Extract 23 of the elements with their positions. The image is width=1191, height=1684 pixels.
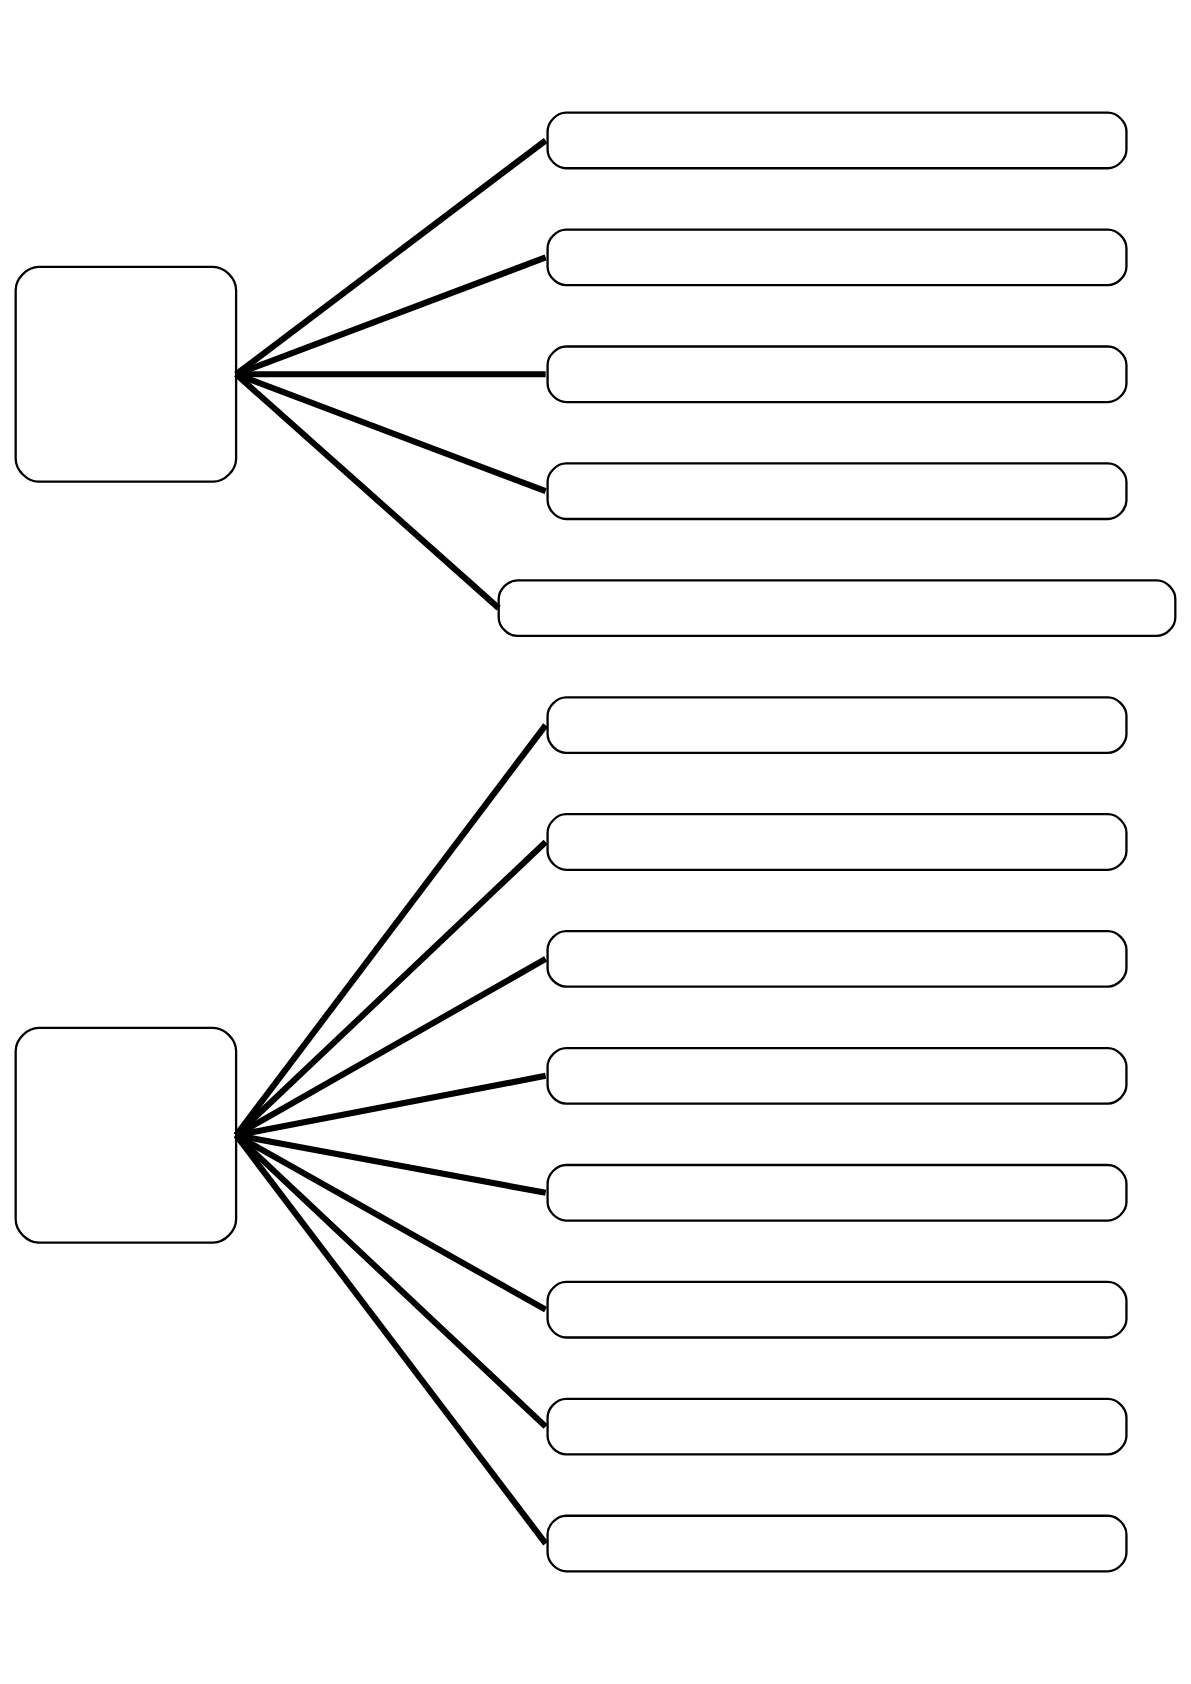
node-box xyxy=(546,1514,1128,1573)
node-box xyxy=(546,1280,1128,1339)
node-box xyxy=(14,1026,238,1244)
connector xyxy=(233,1133,549,1546)
node-box xyxy=(497,579,1177,638)
node-box xyxy=(546,696,1128,754)
node-box xyxy=(546,111,1128,170)
node-box xyxy=(546,462,1128,521)
connector xyxy=(234,839,548,1138)
connector xyxy=(234,1133,548,1429)
node-box xyxy=(546,1046,1128,1105)
node-box xyxy=(546,1163,1128,1222)
node-box xyxy=(546,930,1128,988)
connector xyxy=(234,372,501,611)
connector xyxy=(234,1132,548,1313)
node-box xyxy=(14,265,238,483)
connector xyxy=(234,956,548,1138)
node-box xyxy=(546,228,1128,287)
connector xyxy=(233,723,549,1138)
connector xyxy=(234,138,548,377)
node-box xyxy=(546,1397,1128,1456)
node-box xyxy=(546,813,1128,871)
node-box xyxy=(546,345,1128,404)
